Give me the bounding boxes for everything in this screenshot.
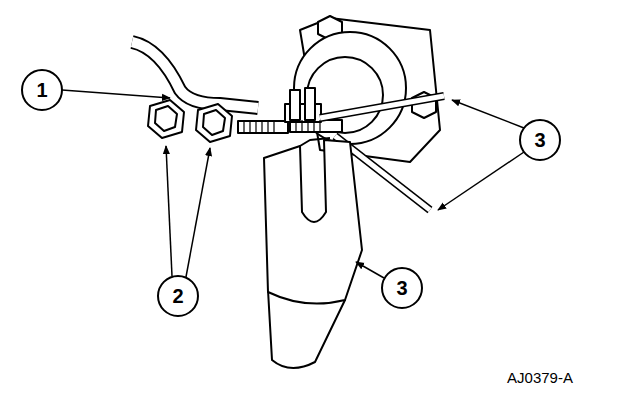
terminal-stud bbox=[238, 121, 288, 133]
leader-line bbox=[356, 262, 384, 278]
hex-nut bbox=[148, 100, 184, 138]
leader-line bbox=[62, 90, 170, 98]
wire-outline bbox=[320, 96, 444, 118]
hose-outline bbox=[132, 42, 258, 108]
leader-line bbox=[452, 100, 524, 128]
leader-line bbox=[166, 146, 172, 276]
hex-nut bbox=[196, 104, 232, 142]
callout-number: 2 bbox=[172, 286, 183, 306]
callout-circle bbox=[382, 268, 422, 308]
wire bbox=[320, 96, 444, 118]
leader-line bbox=[186, 148, 210, 277]
leader-line bbox=[438, 152, 524, 210]
callout-number: 3 bbox=[396, 278, 407, 298]
hex-nut-face bbox=[155, 106, 177, 131]
terminal-stud bbox=[290, 90, 300, 120]
boot-edge bbox=[300, 138, 330, 146]
thread-marks bbox=[244, 120, 320, 133]
callout-number: 3 bbox=[534, 130, 545, 150]
terminal-boot bbox=[264, 140, 362, 304]
callout-circle bbox=[158, 276, 198, 316]
thread-marks bbox=[244, 120, 320, 133]
callout-number: 1 bbox=[36, 80, 47, 100]
callout-circle bbox=[520, 120, 560, 160]
hex-nut-face bbox=[203, 110, 225, 135]
figure-code: AJ0379-A bbox=[507, 370, 573, 385]
terminal-stud bbox=[305, 88, 315, 120]
hose bbox=[132, 42, 258, 108]
callout-circle bbox=[22, 70, 62, 110]
